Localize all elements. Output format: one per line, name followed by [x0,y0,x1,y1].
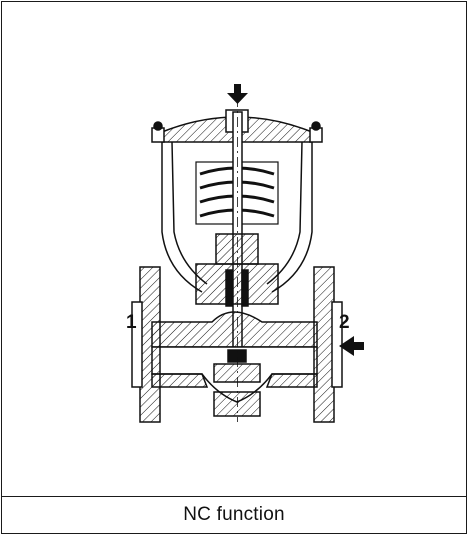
valve-plug [227,349,247,363]
flange-right [313,266,343,423]
flow-arrow-icon [339,336,364,356]
valve-drawing-area: 1 2 [2,2,466,497]
figure-caption: NC function [183,504,285,525]
valve-cross-section [131,84,364,423]
flange-left [131,266,161,423]
port-1-label: 1 [126,312,137,333]
port-2-label: 2 [339,312,350,333]
caption-bar: NC function [2,496,466,533]
packing-gland [195,233,279,307]
valve-body [151,311,318,417]
